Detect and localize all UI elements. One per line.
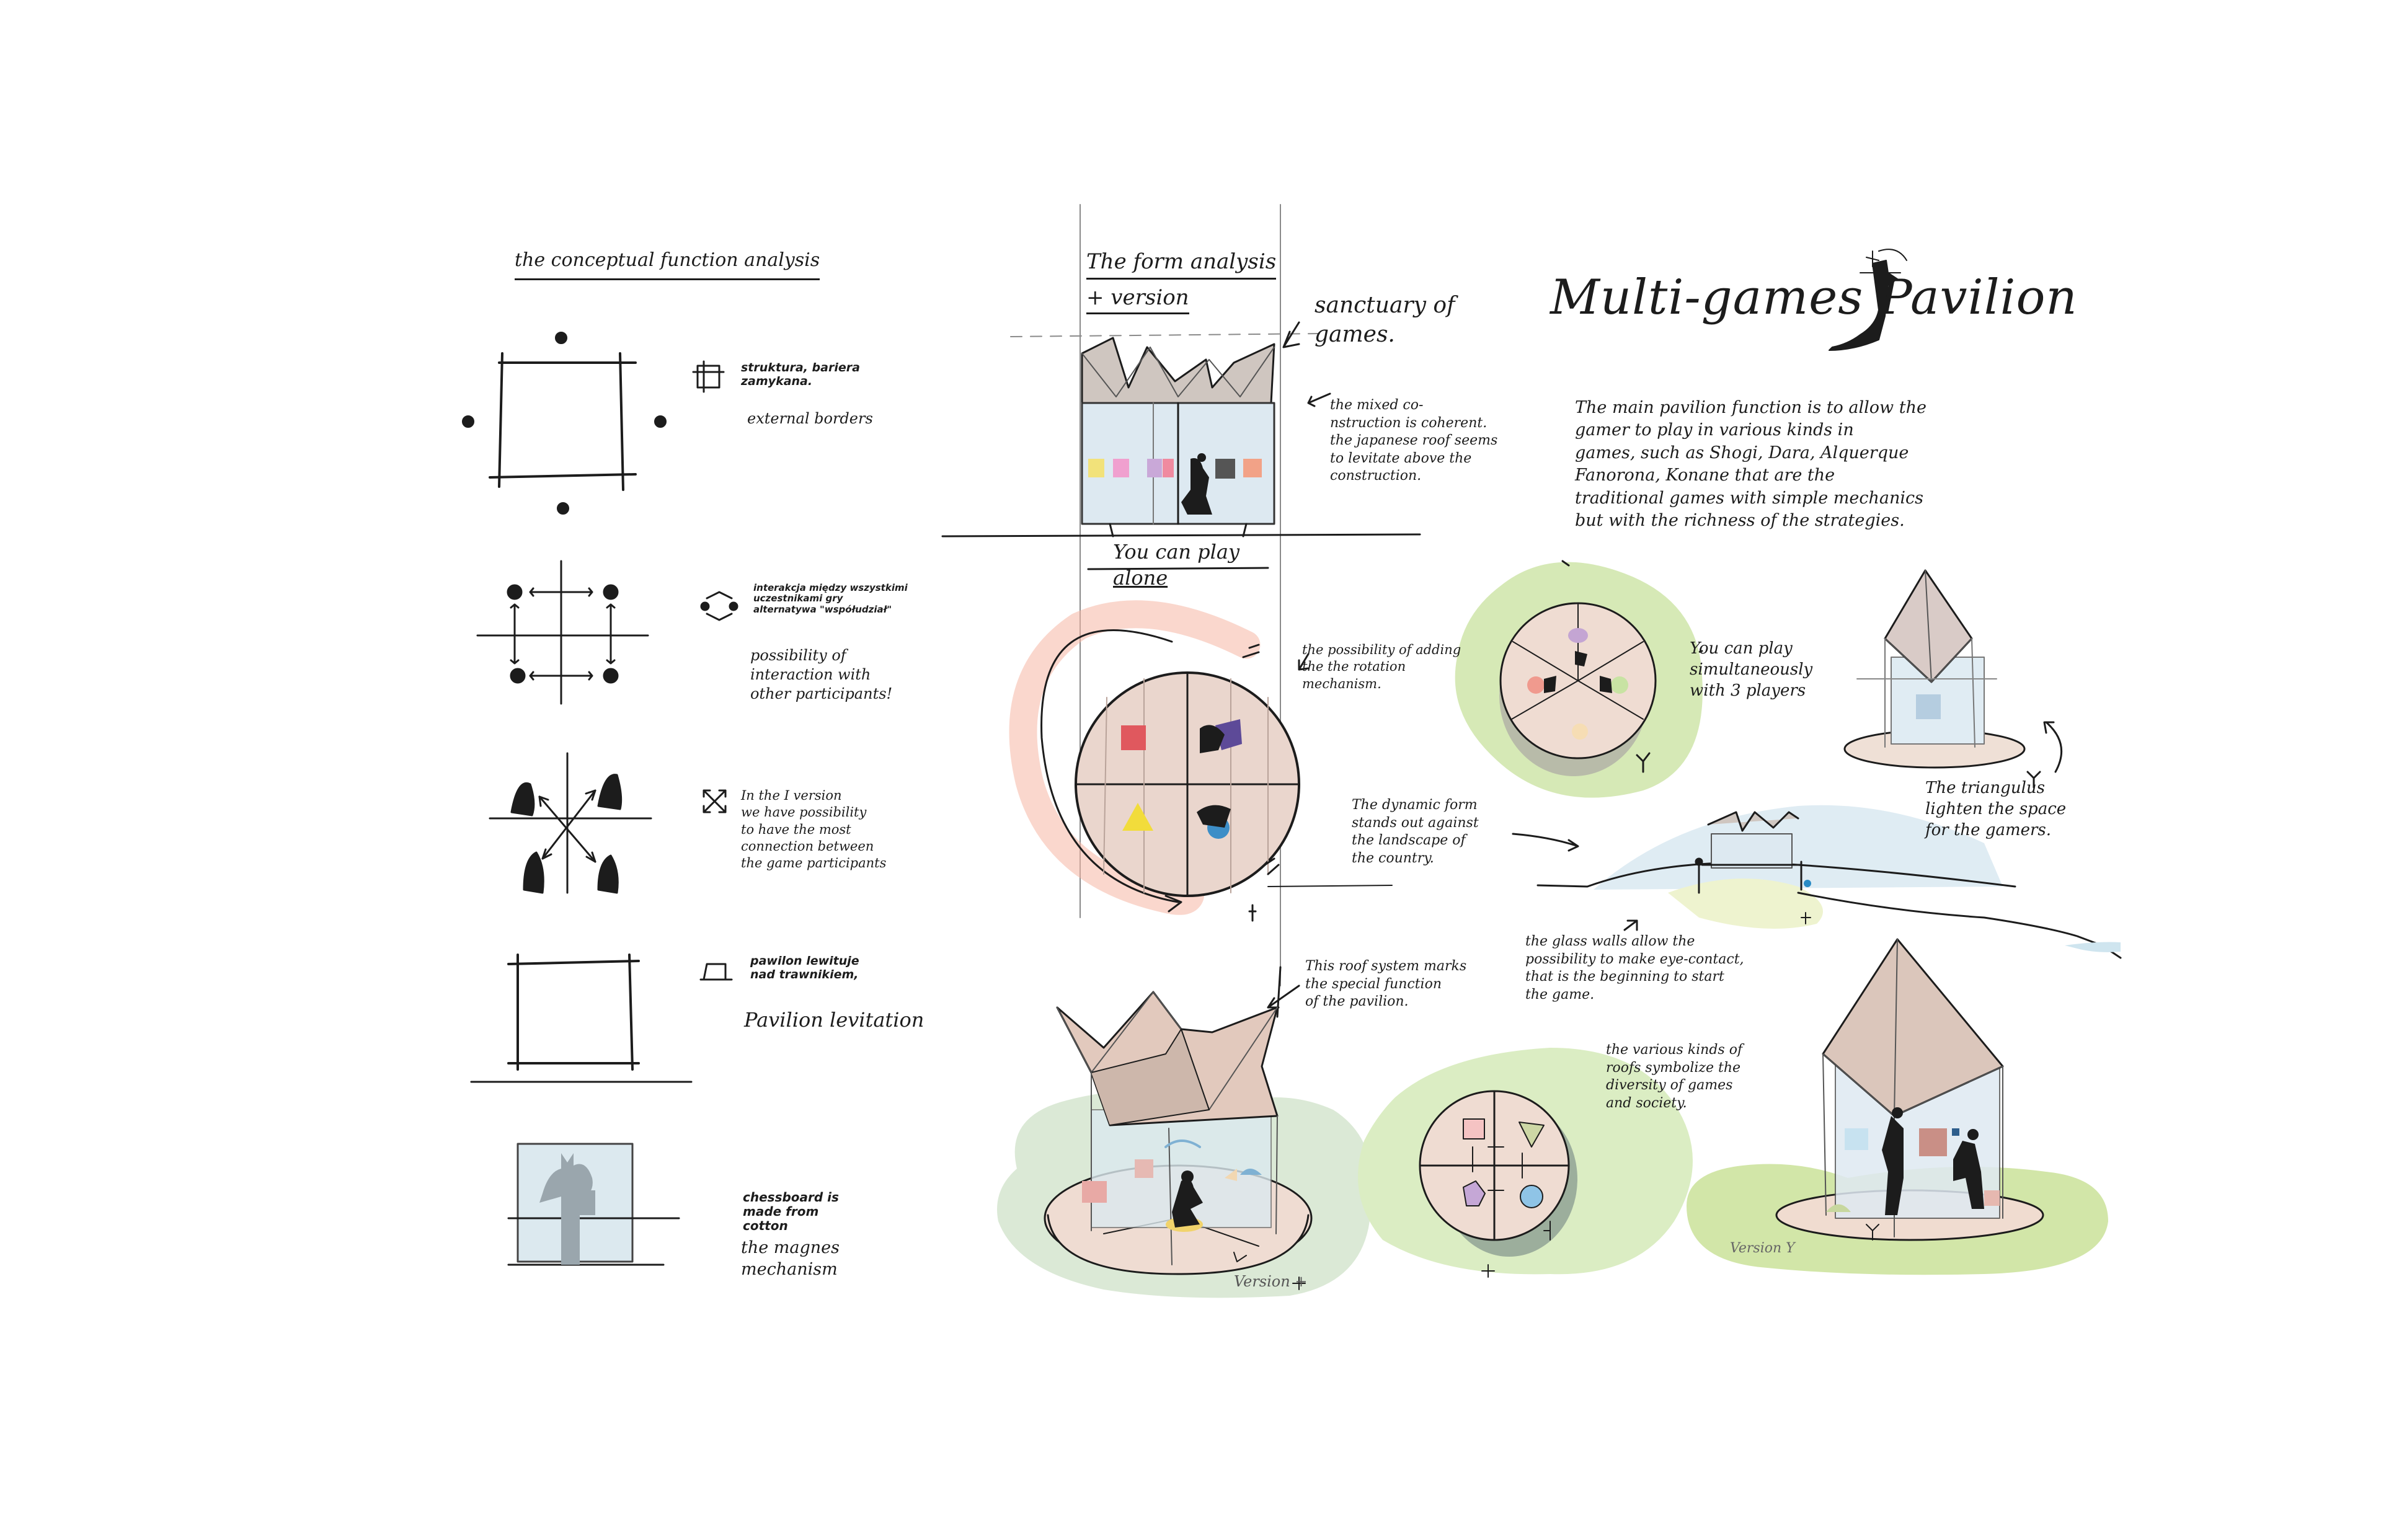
rotation-note: the possibility of adding the the rotati… xyxy=(1302,642,1461,691)
triangulus-note: The triangulus lighten the space for the… xyxy=(1925,779,2067,839)
pavilion-version-y-sketch xyxy=(1687,938,2108,1275)
pavilion-front-sketch xyxy=(1081,337,1275,538)
version-y-label: Version Y xyxy=(1730,1241,1795,1256)
concept-item-2-note: possibility of interaction with other pa… xyxy=(750,647,893,703)
bottom-disc-sketch xyxy=(1358,1048,1693,1278)
concept-item-4-note: Pavilion levitation xyxy=(744,1008,924,1032)
concept-diagram-levitation xyxy=(470,954,733,1083)
version-plus-label: Version + xyxy=(1234,1273,1308,1290)
three-player-disc-sketch xyxy=(1455,560,1703,798)
concept-diagram-connection xyxy=(489,752,727,894)
play-alone-line1: You can play xyxy=(1113,540,1240,564)
landscape-section-sketch xyxy=(1536,805,2122,959)
rotation-disc-sketch xyxy=(1009,600,1300,922)
page-title: Multi-games Pavilion xyxy=(1550,270,2078,325)
play-alone-line2: alone xyxy=(1113,566,1168,590)
three-players-note: You can play simultaneously with 3 playe… xyxy=(1690,639,1813,700)
pavilion-version-plus-sketch xyxy=(997,991,1373,1298)
mixed-construction-note: the mixed co- nstruction is coherent. th… xyxy=(1330,397,1498,484)
pavilion-description: The main pavilion function is to allow t… xyxy=(1575,398,1927,531)
concept-item-3-note: In the I version we have possibility to … xyxy=(741,788,887,871)
concept-heading: the conceptual function analysis xyxy=(515,248,820,280)
roofs-symbolize-note: the various kinds of roofs symbolize the… xyxy=(1606,1042,1743,1111)
concept-item-2-bold: interakcja między wszystkimi uczestnikam… xyxy=(753,582,908,615)
concept-diagram-borders xyxy=(462,332,725,515)
dynamic-form-note: The dynamic form stands out against the … xyxy=(1352,797,1479,866)
form-analysis-version: + version xyxy=(1086,284,1189,315)
glass-walls-note: the glass walls allow the possibility to… xyxy=(1525,934,1744,1002)
concept-item-1-note: external borders xyxy=(747,410,873,427)
concept-diagram-chessboard xyxy=(507,1143,680,1266)
triangulus-pavilion-sketch xyxy=(1843,569,2041,789)
concept-item-5-bold: chessboard is made from cotton xyxy=(743,1190,839,1233)
concept-item-4-bold: pawilon lewituje nad trawnikiem, xyxy=(750,954,859,981)
sanctuary-note: sanctuary of games. xyxy=(1315,293,1455,347)
form-analysis-heading: The form analysis xyxy=(1086,248,1277,280)
concept-item-1-bold: struktura, bariera zamykana. xyxy=(741,361,860,388)
concept-diagram-interaction xyxy=(476,560,738,705)
concept-item-5-note: the magnes mechanism xyxy=(741,1238,840,1280)
roof-system-note: This roof system marks the special funct… xyxy=(1305,958,1467,1010)
chess-king-icon xyxy=(1829,249,1907,351)
